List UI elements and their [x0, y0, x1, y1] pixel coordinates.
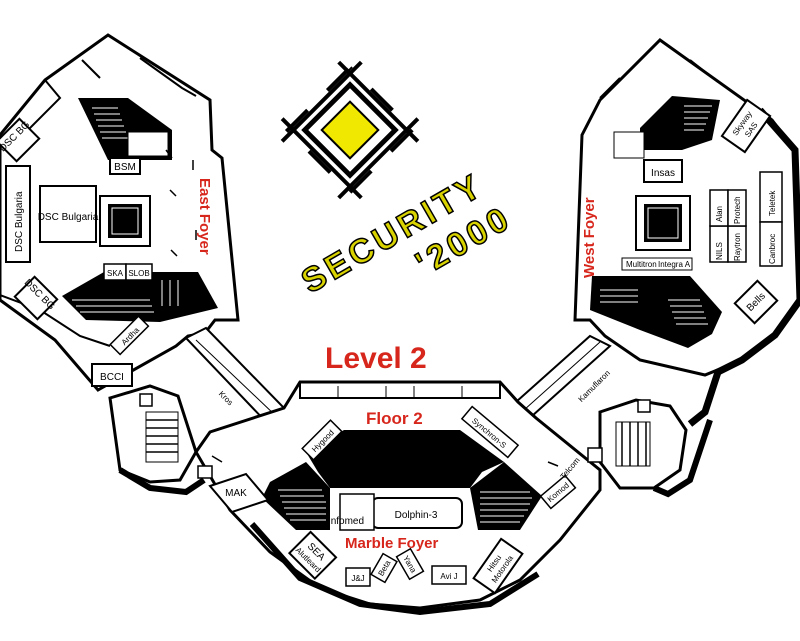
booth-label: Kamuflaron	[577, 369, 612, 404]
booth-jj[interactable]: J&J	[345, 567, 371, 587]
booth-teletek[interactable]: Teletek	[759, 171, 783, 223]
booth-dsc-bg-top[interactable]: DSC BG	[0, 116, 42, 163]
booth-yana[interactable]: Yana	[395, 547, 425, 581]
booth-mak[interactable]: MAK	[208, 472, 270, 514]
booth-kros[interactable]: Kros	[217, 389, 235, 407]
booth-label: NILS	[715, 242, 724, 260]
logo-wordmark: SECURITY '2000	[294, 165, 519, 301]
booth-protech[interactable]: Protech	[727, 189, 747, 227]
booth-label: BCCI	[100, 372, 124, 383]
booth-bsm[interactable]: BSM	[109, 157, 141, 175]
booth-label: Teletek	[768, 190, 777, 216]
security-2000-logo: SECURITY '2000	[280, 60, 519, 302]
booth-label: Alan	[715, 206, 724, 222]
logo-emblem	[280, 60, 420, 200]
booth-insas[interactable]: Insas	[643, 159, 683, 183]
booth-label: SKA	[107, 269, 124, 278]
booth-label: Avi J	[440, 572, 457, 581]
east-foyer-label: East Foyer	[196, 178, 213, 255]
booth-label: Raytron	[733, 233, 742, 261]
booth-skyway-sas[interactable]: Skyway SAS	[720, 98, 772, 154]
booth-sublabel: Integra A	[658, 260, 691, 269]
booth-infomed[interactable]: Infomed	[328, 493, 375, 531]
booth-label: Multitron	[626, 260, 657, 269]
booth-label: BSM	[114, 162, 136, 173]
west-foyer-label: West Foyer	[581, 197, 598, 278]
booth-label: Infomed	[328, 516, 364, 527]
booth-label: Kros	[217, 389, 235, 407]
booth-dsc-bulgaria-center[interactable]: DSC Bulgaria	[38, 185, 99, 243]
booth-label: Protech	[733, 196, 742, 224]
marble-foyer-label: Marble Foyer	[345, 535, 439, 552]
booth-raytron[interactable]: Raytron	[727, 225, 747, 263]
booth-label: SLOB	[128, 269, 149, 278]
booth-label: Insas	[651, 168, 675, 179]
booth-alan[interactable]: Alan	[709, 189, 729, 227]
booth-label: DSC Bulgaria	[14, 191, 25, 252]
level-title: Level 2	[325, 342, 427, 375]
booth-dsc-bulgaria-side[interactable]: DSC Bulgaria	[5, 165, 31, 263]
floor-title: Floor 2	[366, 409, 423, 428]
booth-sea[interactable]: SEA Alutleard	[287, 530, 338, 581]
booth-canbroc[interactable]: Canbroc	[759, 221, 783, 267]
booth-label: Canbroc	[768, 234, 777, 264]
booth-label: Dolphin-3	[395, 510, 438, 521]
booth-avi-j[interactable]: Avi J	[431, 565, 467, 585]
east-wing	[0, 33, 286, 426]
booth-label: J&J	[351, 574, 364, 583]
booth-multitron-integra[interactable]: Multitron Integra A	[621, 257, 693, 271]
booth-kamuflaron[interactable]: Kamuflaron	[577, 369, 612, 404]
booth-hitsu-motorola[interactable]: Hitsu Motorola	[472, 537, 524, 595]
west-wing	[514, 38, 800, 427]
booth-beta[interactable]: Beta	[370, 552, 398, 584]
booth-ska[interactable]: SKA	[103, 263, 127, 281]
booth-label: MAK	[225, 488, 247, 499]
booth-bcci[interactable]: BCCI	[91, 363, 133, 387]
booth-dolphin[interactable]: Dolphin-3	[371, 497, 463, 529]
booth-bells[interactable]: Bells	[733, 279, 779, 325]
booth-label: DSC Bulgaria	[38, 212, 99, 223]
booth-slob[interactable]: SLOB	[125, 263, 153, 281]
booth-nils[interactable]: NILS	[709, 225, 729, 263]
